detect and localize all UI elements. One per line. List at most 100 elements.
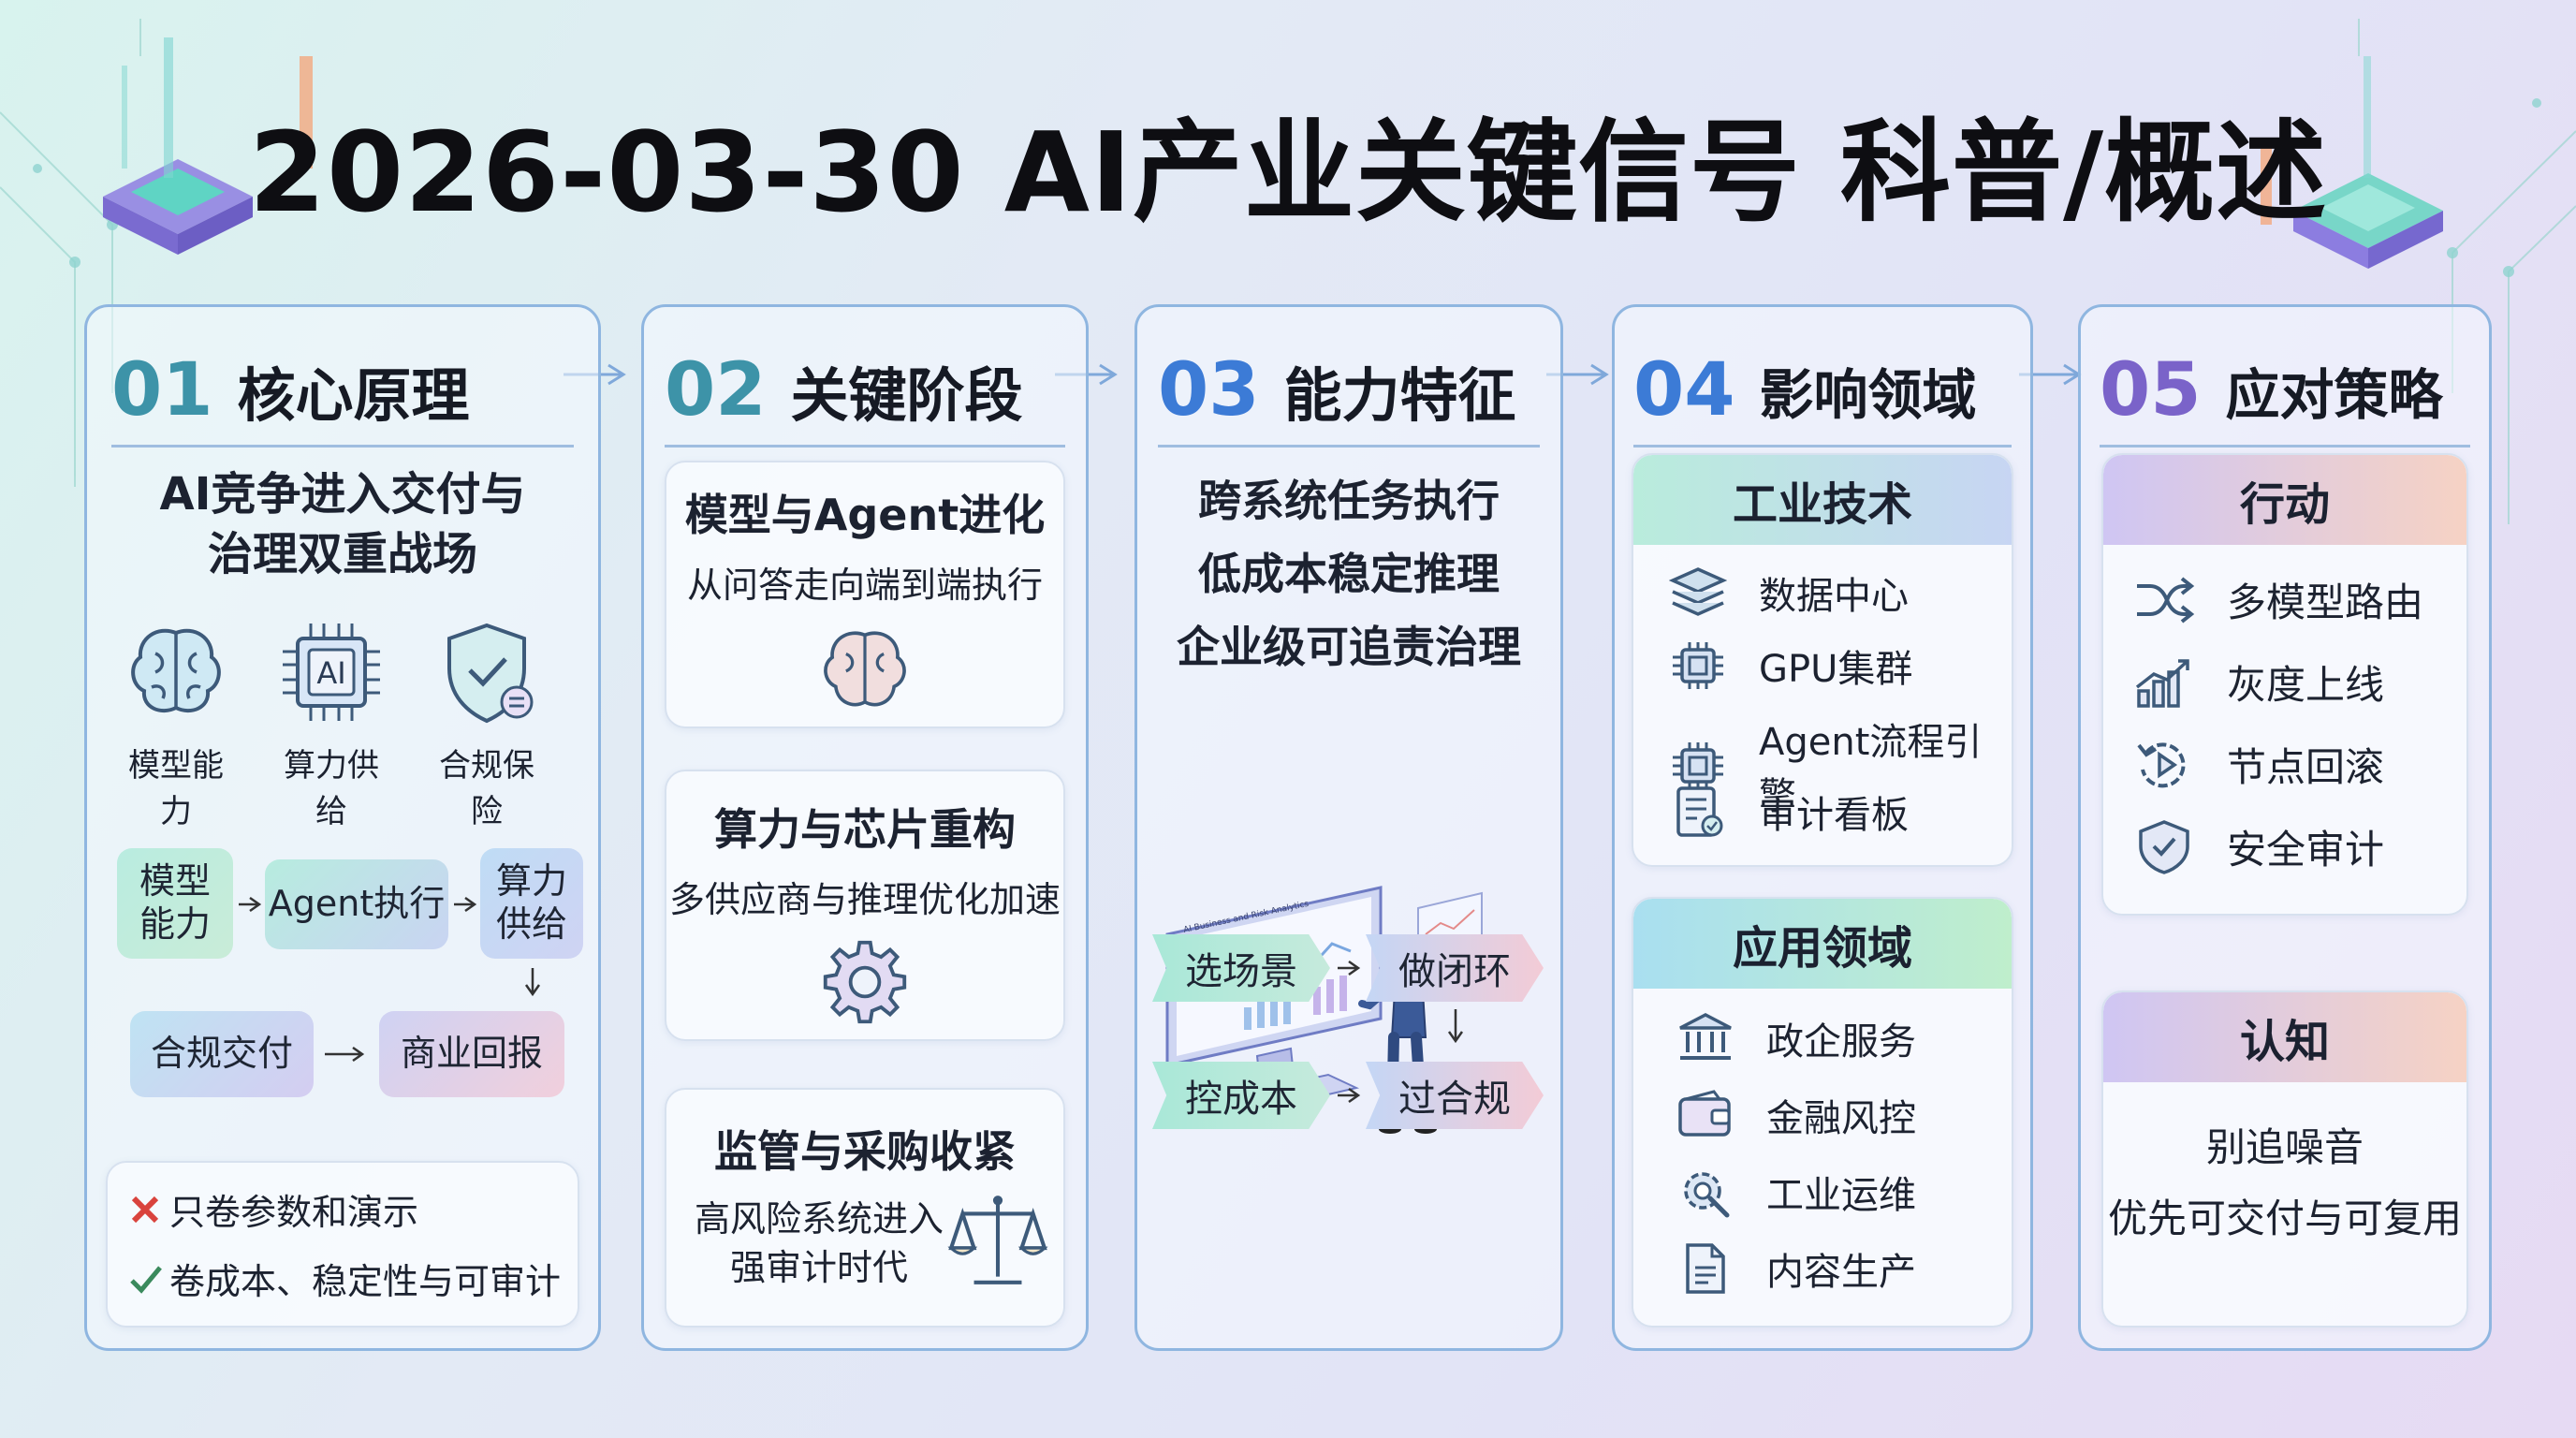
stage-card: 算力与芯片重构 多供应商与推理优化加速 bbox=[665, 770, 1065, 1041]
column-impact-areas: 04 影响领域 工业技术 数据中心 GPU集群 Agent流程引擎 审计看板 应… bbox=[1612, 304, 2033, 1351]
flow-step: 合规交付 bbox=[130, 1011, 314, 1097]
growth-chart-icon bbox=[2135, 658, 2189, 708]
stage-desc: 高风险系统进入 强审计时代 bbox=[694, 1198, 944, 1288]
impact-item: 数据中心 bbox=[1669, 565, 1909, 620]
chip-icon bbox=[1673, 642, 1723, 689]
stage-title: 模型与Agent进化 bbox=[684, 490, 1046, 540]
cognition-line: 优先可交付与可复用 bbox=[2107, 1196, 2462, 1241]
action-item: 多模型路由 bbox=[2133, 571, 2423, 628]
note-text: 卷成本、稳定性与可审计 bbox=[169, 1261, 562, 1302]
impact-text: 数据中心 bbox=[1759, 575, 1909, 618]
document-icon bbox=[1686, 1243, 1725, 1294]
svg-text:AI: AI bbox=[316, 655, 345, 691]
chip-icon bbox=[1673, 742, 1723, 789]
stage-title: 算力与芯片重构 bbox=[714, 804, 1016, 855]
column-title: 能力特征 bbox=[1283, 360, 1516, 430]
check-icon bbox=[130, 1265, 162, 1294]
ai-chip-icon: AI bbox=[283, 624, 380, 721]
column-number: 04 bbox=[1633, 347, 1735, 433]
government-icon bbox=[1679, 1013, 1732, 1060]
flow-step: 模型 能力 bbox=[117, 848, 233, 959]
column-header: 02 关键阶段 bbox=[665, 335, 1065, 448]
icon-item: AI 算力供给 bbox=[271, 616, 392, 831]
stage-title: 监管与采购收紧 bbox=[714, 1126, 1016, 1177]
arrow-right-icon bbox=[454, 896, 477, 913]
impact-text: 内容生产 bbox=[1766, 1251, 1916, 1294]
database-icon bbox=[1669, 567, 1727, 616]
shield-check-icon bbox=[447, 623, 534, 724]
page-title: 2026-03-30 AI产业关键信号 科普/概述 bbox=[248, 108, 2328, 237]
icon-item: 模型能力 bbox=[115, 616, 237, 831]
scales-icon bbox=[947, 1196, 1048, 1284]
shield-check-icon bbox=[2139, 819, 2189, 874]
action-text: 多模型路由 bbox=[2227, 580, 2424, 625]
arrow-right-icon bbox=[239, 896, 262, 913]
column-strategy: 05 应对策略 行动 多模型路由 灰度上线 节点回滚 安全审计 认知 别追噪音 … bbox=[2078, 304, 2492, 1351]
cognition-card: 认知 别追噪音 优先可交付与可复用 bbox=[2101, 990, 2468, 1328]
column-number: 03 bbox=[1158, 347, 1260, 433]
impact-item: GPU集群 bbox=[1669, 638, 1912, 693]
column-number: 05 bbox=[2100, 347, 2202, 433]
impact-text: 审计看板 bbox=[1759, 794, 1909, 837]
gear-wrench-icon bbox=[1684, 1172, 1730, 1218]
loop-step: 控成本 bbox=[1152, 1062, 1330, 1129]
notes-card: 只卷参数和演示 卷成本、稳定性与可审计 bbox=[106, 1161, 579, 1328]
flow-step: 商业回报 bbox=[379, 1011, 564, 1097]
column-header: 04 影响领域 bbox=[1633, 335, 2012, 448]
action-card: 行动 多模型路由 灰度上线 节点回滚 安全审计 bbox=[2101, 453, 2468, 916]
note-item: 卷成本、稳定性与可审计 bbox=[126, 1253, 561, 1304]
column-core-principle: 01 核心原理 AI竞争进入交付与 治理双重战场 模型能力 AI 算力供给 bbox=[84, 304, 601, 1351]
flow-step: Agent执行 bbox=[265, 859, 448, 949]
action-title: 行动 bbox=[2103, 455, 2466, 545]
column-number: 01 bbox=[111, 347, 213, 433]
gear-icon bbox=[823, 940, 907, 1024]
column-header: 01 核心原理 bbox=[111, 335, 574, 448]
impact-text: 政企服务 bbox=[1766, 1020, 1916, 1064]
impact-item: 审计看板 bbox=[1669, 785, 1909, 839]
action-text: 节点回滚 bbox=[2227, 744, 2385, 790]
replay-icon bbox=[2137, 741, 2186, 787]
arrow-down-icon bbox=[1447, 1009, 1464, 1044]
column-title: 关键阶段 bbox=[790, 360, 1023, 430]
column-capabilities: 03 能力特征 跨系统任务执行 低成本稳定推理 企业级可追责治理 AI Busi… bbox=[1134, 304, 1563, 1351]
icon-item: 合规保险 bbox=[426, 616, 548, 831]
impact-item: 内容生产 bbox=[1676, 1241, 1916, 1296]
stage-desc: 多供应商与推理优化加速 bbox=[668, 879, 1061, 920]
feature-item: 企业级可追责治理 bbox=[1177, 622, 1521, 672]
loop-step: 过合规 bbox=[1366, 1062, 1544, 1129]
group-title: 工业技术 bbox=[1633, 455, 2012, 545]
action-item: 节点回滚 bbox=[2133, 736, 2384, 793]
icon-label: 算力供给 bbox=[284, 747, 379, 830]
stage-card: 模型与Agent进化 从问答走向端到端执行 bbox=[665, 461, 1065, 728]
impact-item: 政企服务 bbox=[1676, 1011, 1916, 1065]
note-text: 只卷参数和演示 bbox=[169, 1192, 419, 1233]
column-title: 影响领域 bbox=[1759, 362, 1977, 427]
column-number: 02 bbox=[665, 347, 767, 433]
action-item: 安全审计 bbox=[2133, 818, 2384, 875]
column-header: 03 能力特征 bbox=[1158, 335, 1540, 448]
arrow-right-icon bbox=[1338, 1087, 1361, 1104]
action-text: 安全审计 bbox=[2227, 827, 2385, 873]
headline-line: 治理双重战场 bbox=[207, 528, 477, 580]
impact-item: 金融风控 bbox=[1676, 1088, 1916, 1142]
cognition-line: 别追噪音 bbox=[2205, 1124, 2364, 1170]
arrow-down-icon bbox=[524, 968, 541, 997]
arrow-right-icon bbox=[325, 1046, 365, 1063]
column-title: 应对策略 bbox=[2225, 362, 2443, 427]
column-header: 05 应对策略 bbox=[2100, 335, 2470, 448]
impact-item: Agent流程引擎 bbox=[1669, 712, 2012, 820]
icon-label: 模型能力 bbox=[128, 747, 224, 830]
brain-icon bbox=[131, 628, 221, 713]
stage-desc: 从问答走向端到端执行 bbox=[686, 565, 1043, 606]
cross-icon bbox=[131, 1196, 159, 1223]
shuffle-icon bbox=[2137, 576, 2195, 624]
arrow-right-icon bbox=[1338, 960, 1361, 976]
feature-item: 跨系统任务执行 bbox=[1198, 476, 1500, 526]
group-card: 应用领域 政企服务 金融风控 工业运维 内容生产 bbox=[1632, 897, 2013, 1328]
column-key-stages: 02 关键阶段 模型与Agent进化 从问答走向端到端执行 算力与芯片重构 多供… bbox=[641, 304, 1089, 1351]
feature-item: 低成本稳定推理 bbox=[1198, 549, 1500, 599]
impact-text: 金融风控 bbox=[1766, 1097, 1916, 1140]
brain-icon bbox=[824, 631, 906, 707]
wallet-icon bbox=[1678, 1090, 1731, 1137]
group-title: 应用领域 bbox=[1633, 899, 2012, 989]
